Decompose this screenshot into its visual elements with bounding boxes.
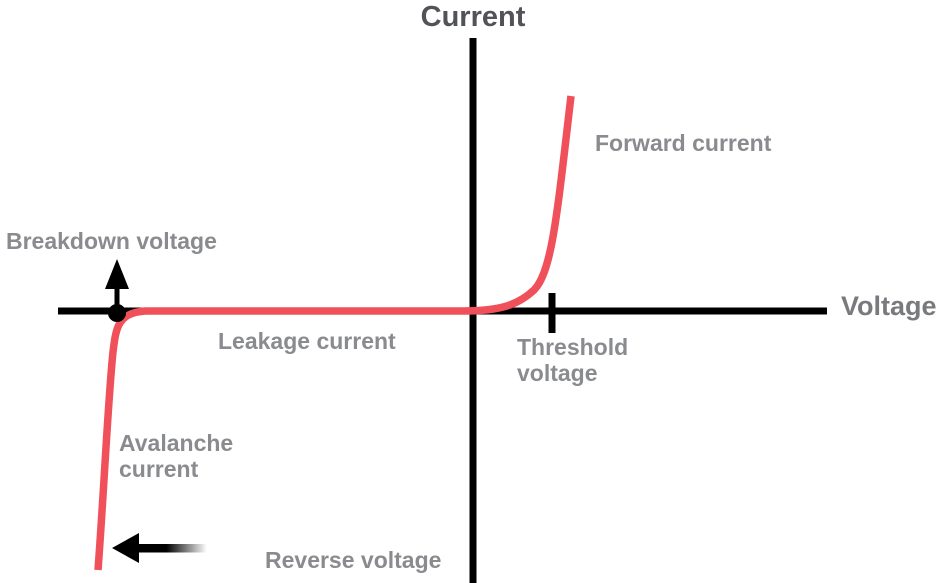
current-axis-title: Current [420, 1, 526, 33]
avalanche-current-label: Avalanche current [119, 430, 234, 482]
breakdown-point-dot [108, 304, 126, 322]
voltage-axis-title: Voltage [841, 291, 937, 321]
left-arrow-icon [112, 533, 139, 563]
reverse-voltage-label: Reverse voltage [265, 547, 442, 573]
leakage-current-label: Leakage current [218, 328, 396, 354]
left-arrow-tail [138, 544, 207, 553]
threshold-voltage-label: Threshold voltage [517, 334, 629, 386]
breakdown-voltage-label: Breakdown voltage [6, 228, 217, 254]
up-arrow-icon [105, 259, 129, 289]
forward-current-label: Forward current [595, 130, 772, 156]
diode-curve [94, 95, 575, 571]
